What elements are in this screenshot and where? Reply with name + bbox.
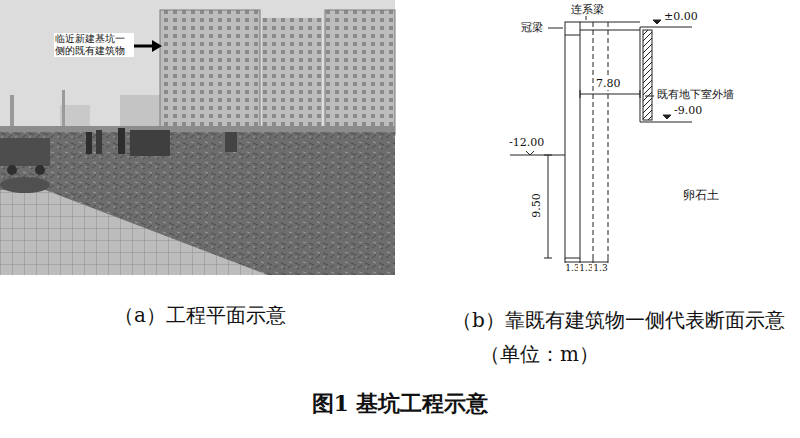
elevation-label: -9.00 xyxy=(673,104,703,117)
elevation-label: ±0.00 xyxy=(663,10,699,23)
wall-label: 既有地下室外墙 xyxy=(656,88,735,101)
dimension-label: 1.3 xyxy=(592,263,608,274)
dimension-label: 7.80 xyxy=(595,77,622,90)
dimension-label: 9.50 xyxy=(529,193,542,220)
subcaption: （a）工程平面示意 xyxy=(114,303,286,327)
soil-label: 卵石土 xyxy=(682,188,720,202)
callout-text: 临近新建基坑一侧的既有建筑物 xyxy=(54,33,134,57)
beam-label: 连系梁 xyxy=(570,3,605,16)
callout-arrow xyxy=(134,45,153,48)
callout-arrowhead xyxy=(152,40,162,52)
subcaption: （b）靠既有建筑物一侧代表断面示意（单位：m） xyxy=(452,303,797,371)
elevation-label: -12.00 xyxy=(508,136,545,149)
figure-caption: 图1 基坑工程示意 xyxy=(312,390,489,416)
site-photo xyxy=(0,0,395,275)
beam-label: 冠梁 xyxy=(520,21,544,34)
